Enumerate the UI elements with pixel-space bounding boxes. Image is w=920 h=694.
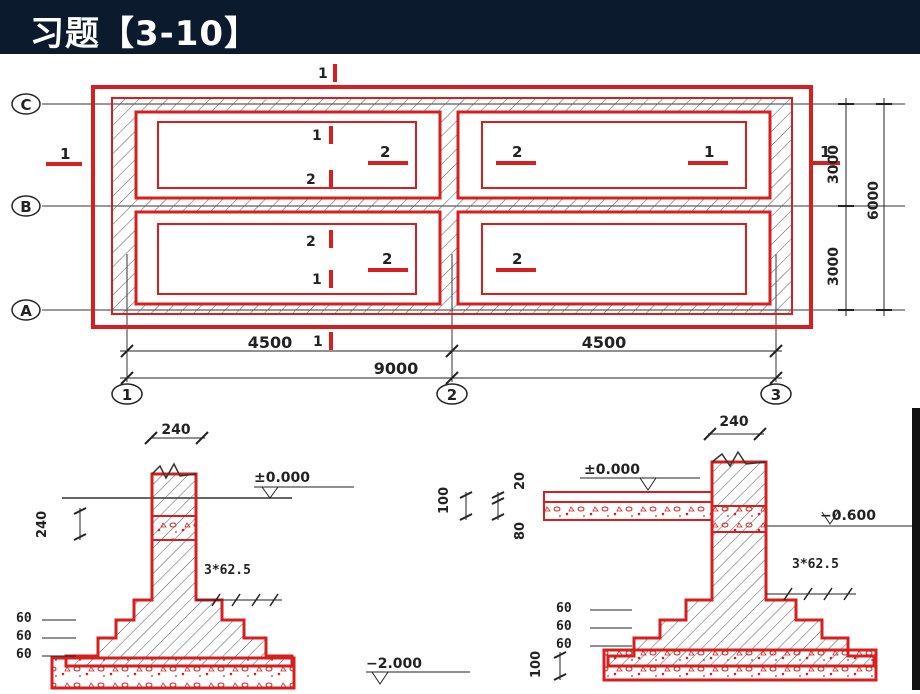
dim-total-depth: 6000 [866,181,882,220]
svg-text:1: 1 [312,128,322,144]
section-mark-1-right: 1 [810,143,840,165]
section-mark-1-lower-wall: 1 [312,270,333,288]
foundation-sections: 240 ±0.000 240 3*62.5 60 60 60 [0,408,920,690]
dim-tick-2a [445,344,459,358]
s1-concrete-pad [50,656,296,690]
section-mark-2-room-top-right: 2 [496,143,536,165]
s1-step-label: 3*62.5 [204,563,251,578]
dim-tick-3a [769,344,783,358]
svg-text:2: 2 [382,250,392,268]
s1-wall-width: 240 [161,422,190,438]
svg-text:2: 2 [380,143,390,161]
title-bar: 习题【3-10】 [0,0,920,54]
svg-text:2: 2 [447,386,457,404]
svg-text:2: 2 [306,172,316,188]
dim-right-bay: 4500 [582,333,627,352]
axis-bubble-3: 3 [760,383,792,405]
s1-footing-body [64,472,294,668]
s2-dim-100-top: 100 [437,487,452,514]
section-mark-1-upper-wall: 1 [312,126,333,144]
svg-text:1: 1 [704,143,714,161]
wall-outer-line [111,97,793,315]
s2-dim-20: 20 [513,472,528,490]
s2-outside-level: −0.600 [820,508,876,524]
section-mark-1-bottom: 1 [313,332,333,350]
section-mark-2-upper-wall: 2 [306,170,333,188]
room-top-left-inner [157,121,417,189]
dim-tick-1b [120,371,134,385]
s1-ring-beam [151,515,197,541]
axis-bubble-2: 2 [436,383,468,405]
svg-text:2: 2 [512,143,522,161]
section-1-1: 240 ±0.000 240 3*62.5 60 60 60 [16,422,470,690]
dim-total-width: 9000 [374,359,419,378]
s2-floor-level: ±0.000 [584,462,640,478]
svg-text:1: 1 [60,145,70,163]
s2-dim-80: 80 [513,522,528,540]
svg-text:1: 1 [318,66,328,82]
section-mark-2-room-bottom-right: 2 [496,250,536,272]
s1-beam-height: 240 [35,511,50,538]
section-mark-2-room-top-left: 2 [368,143,408,165]
s2-dim-100-bottom: 100 [529,651,544,678]
s1-step-h3: 60 [16,647,32,662]
dim-upper-span: 3000 [826,145,842,184]
s1-step-h1: 60 [16,611,32,626]
section-mark-2-room-bottom-left: 2 [368,250,408,272]
foundation-plan: C B A 1 2 3 1 1 2 2 1 1 [0,54,920,408]
room-top-right-inner [481,121,747,189]
s1-step-h2: 60 [16,629,32,644]
dim-lower-span: 3000 [826,247,842,286]
svg-text:2: 2 [512,250,522,268]
svg-text:C: C [20,96,31,114]
dim-left-bay: 4500 [248,333,293,352]
svg-text:3: 3 [771,386,781,404]
s2-ring-beam [711,505,767,533]
foundation-outer-edge [91,85,813,329]
s2-step-label: 3*62.5 [792,557,839,572]
section-mark-1-room-top-right: 1 [688,143,728,165]
room-bottom-left-inner [157,223,417,295]
slide-title: 习题【3-10】 [30,14,260,54]
axis-bubble-a: A [11,299,41,321]
s2-floor-slab [543,491,713,503]
dim-tick-3b [769,371,783,385]
section-2-2: 240 ±0.000 −0.600 100 20 80 3*62.5 [437,414,912,682]
plan-svg: C B A 1 2 3 1 1 2 2 1 1 [11,64,905,405]
s2-step-h1: 60 [556,601,572,616]
svg-text:1: 1 [122,386,132,404]
axis-bubble-c: C [11,93,41,115]
s1-ground-level: ±0.000 [254,470,310,486]
s2-step-h3: 60 [556,637,572,652]
s2-wall-width: 240 [719,414,748,430]
s2-concrete-pad [602,648,878,682]
wall-band [112,98,792,314]
svg-text:A: A [20,302,32,320]
sections-svg: 240 ±0.000 240 3*62.5 60 60 60 [16,408,920,690]
axis-bubble-1: 1 [111,383,143,405]
s2-floor-concrete [543,501,713,521]
right-edge-strip [912,408,920,690]
s1-bottom-level: −2.000 [366,656,422,672]
axis-bubble-b: B [11,195,41,217]
svg-text:1: 1 [312,272,322,288]
section-mark-1-left: 1 [46,145,82,166]
svg-text:2: 2 [306,234,316,250]
section-mark-1-top: 1 [318,64,337,82]
s2-step-h2: 60 [556,619,572,634]
section-mark-2-lower-wall: 2 [306,230,333,250]
dim-tick-2b [445,371,459,385]
dim-tick-1a [120,344,134,358]
svg-text:1: 1 [820,143,830,161]
svg-text:B: B [20,198,31,216]
room-bottom-right-inner [481,223,747,295]
svg-text:1: 1 [313,334,323,350]
